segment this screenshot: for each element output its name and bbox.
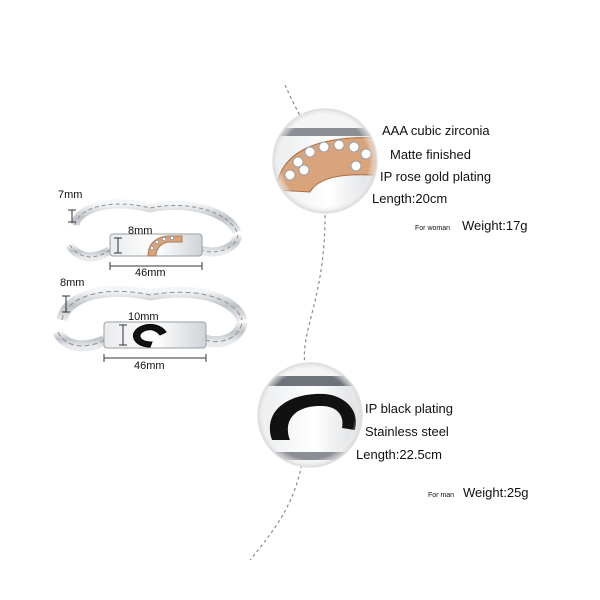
woman-dimension-guides	[68, 209, 203, 270]
man-feature-1: IP black plating	[365, 401, 453, 416]
man-plate-length-label: 46mm	[134, 360, 165, 372]
woman-length: Length:20cm	[372, 191, 448, 206]
man-feature-2: Stainless steel	[365, 424, 449, 439]
man-dimension-guides	[62, 295, 207, 362]
man-plate-height-label: 10mm	[128, 311, 159, 323]
woman-plate-length-label: 46mm	[135, 267, 166, 279]
woman-feature-1: AAA cubic zirconia	[382, 123, 490, 138]
dashed-guide-curve	[249, 84, 326, 561]
woman-detail-magnifier	[272, 108, 378, 214]
woman-feature-3: IP rose gold plating	[380, 169, 492, 184]
man-detail-magnifier	[257, 362, 363, 468]
woman-band-width-label: 7mm	[58, 189, 83, 201]
woman-weight: Weight:17g	[462, 218, 528, 233]
man-band-width-label: 8mm	[60, 277, 85, 289]
woman-plate-height-label: 8mm	[128, 225, 153, 237]
woman-feature-2: Matte finished	[390, 147, 471, 162]
woman-bracelet	[66, 199, 243, 262]
woman-for-label: For woman	[415, 225, 451, 232]
man-weight: Weight:25g	[463, 485, 529, 500]
man-bracelet	[52, 285, 248, 352]
man-length: Length:22.5cm	[356, 447, 443, 462]
man-for-label: For man	[428, 492, 455, 499]
